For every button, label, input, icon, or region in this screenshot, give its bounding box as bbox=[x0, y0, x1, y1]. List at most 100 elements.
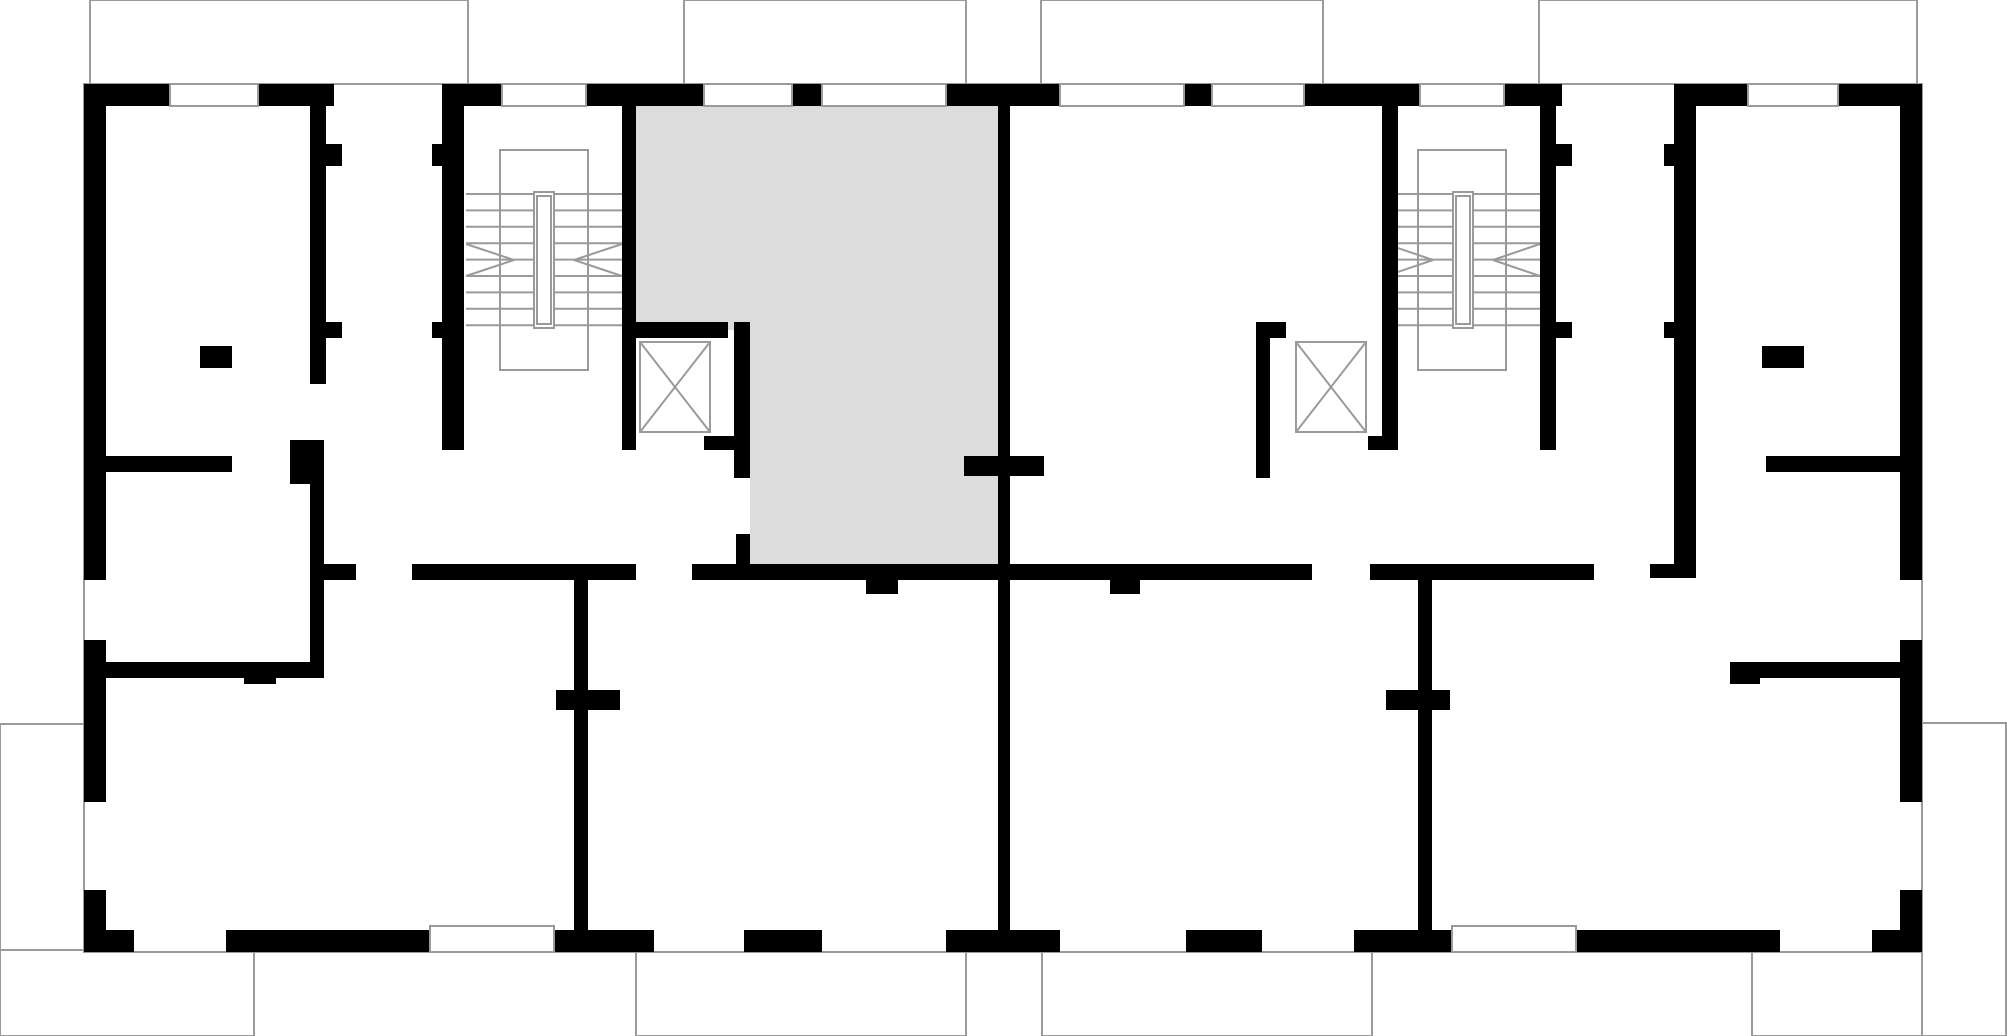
wall-segment bbox=[1766, 456, 1900, 472]
stair-arrow bbox=[1492, 259, 1541, 277]
stair-arrow bbox=[573, 259, 623, 277]
wall-segment bbox=[1004, 930, 1060, 952]
wall-segment bbox=[310, 144, 342, 166]
stair-arrow bbox=[465, 243, 515, 261]
wall-segment bbox=[1762, 346, 1804, 368]
wall-segment bbox=[556, 690, 620, 710]
wall-segment bbox=[1556, 322, 1572, 338]
shaded-zone bbox=[636, 106, 998, 564]
wall-segment bbox=[310, 84, 326, 384]
wall-segment bbox=[84, 670, 106, 802]
window bbox=[429, 925, 555, 953]
wall-segment bbox=[1872, 930, 1922, 952]
wall-segment bbox=[1304, 84, 1420, 106]
wall-segment bbox=[554, 930, 654, 952]
wall-segment bbox=[1900, 670, 1922, 802]
wall-segment bbox=[244, 662, 276, 684]
wall-segment bbox=[1650, 564, 1696, 578]
walls bbox=[84, 84, 1922, 952]
wall-segment bbox=[200, 346, 232, 368]
wall-segment bbox=[964, 456, 1044, 476]
wall-segment bbox=[432, 322, 452, 338]
window bbox=[1059, 83, 1185, 107]
wall-segment bbox=[998, 84, 1010, 952]
stair-arrow bbox=[465, 259, 515, 277]
wall-segment bbox=[622, 84, 636, 450]
wall-segment bbox=[866, 564, 898, 594]
wall-segment bbox=[442, 84, 464, 450]
wall-segment bbox=[1900, 84, 1922, 580]
wall-segment bbox=[84, 640, 106, 670]
wall-segment bbox=[1664, 144, 1676, 166]
wall-segment bbox=[1186, 930, 1262, 952]
wall-segment bbox=[84, 930, 134, 952]
wall-segment bbox=[734, 322, 750, 478]
staircase-right-icon bbox=[1385, 149, 1541, 371]
elevator-left-icon bbox=[639, 341, 711, 433]
wall-segment bbox=[1664, 322, 1676, 338]
wall-segment bbox=[226, 930, 430, 952]
window bbox=[1211, 83, 1305, 107]
balcony-bottom-2 bbox=[635, 949, 967, 1036]
wall-segment bbox=[1010, 564, 1312, 580]
wall-segment bbox=[1004, 84, 1060, 106]
wall-segment bbox=[1556, 144, 1572, 166]
staircase-left-icon bbox=[465, 149, 623, 371]
window bbox=[1419, 83, 1505, 107]
balcony-top-1 bbox=[89, 0, 469, 87]
wall-segment bbox=[310, 564, 356, 580]
wall-segment bbox=[946, 84, 1004, 106]
wall-segment bbox=[1674, 84, 1696, 578]
wall-segment bbox=[1256, 322, 1270, 478]
wall-segment bbox=[1576, 930, 1780, 952]
balcony-right bbox=[1921, 722, 2007, 1036]
wall-segment bbox=[1540, 84, 1556, 450]
wall-segment bbox=[1900, 890, 1922, 930]
wall-segment bbox=[1368, 436, 1388, 450]
wall-segment bbox=[736, 534, 750, 564]
wall-segment bbox=[432, 144, 452, 166]
window bbox=[1451, 925, 1577, 953]
stair-arrow bbox=[1492, 243, 1541, 261]
window bbox=[1747, 83, 1839, 107]
wall-segment bbox=[84, 84, 106, 580]
window bbox=[501, 83, 587, 107]
wall-segment bbox=[1354, 930, 1452, 952]
wall-segment bbox=[1370, 564, 1594, 580]
wall-segment bbox=[622, 322, 728, 338]
wall-segment bbox=[106, 662, 324, 678]
balcony-bottom-left bbox=[0, 949, 255, 1036]
wall-segment bbox=[310, 442, 324, 678]
wall-segment bbox=[744, 930, 822, 952]
wall-segment bbox=[1110, 580, 1140, 594]
wall-segment bbox=[412, 564, 636, 580]
wall-segment bbox=[84, 890, 106, 930]
stair-arrow bbox=[573, 243, 623, 261]
wall-segment bbox=[310, 322, 342, 338]
wall-segment bbox=[946, 930, 1004, 952]
wall-segment bbox=[1900, 640, 1922, 670]
wall-segment bbox=[586, 84, 704, 106]
windows bbox=[169, 83, 1839, 953]
wall-segment bbox=[1730, 662, 1900, 678]
elevator-right-icon bbox=[1295, 341, 1367, 433]
wall-segment bbox=[792, 84, 822, 106]
wall-segment bbox=[704, 436, 734, 450]
wall-segment bbox=[1386, 690, 1450, 710]
wall-segment bbox=[1382, 84, 1398, 450]
balcony-top-4 bbox=[1538, 0, 1918, 87]
wall-segment bbox=[106, 456, 232, 472]
window bbox=[821, 83, 947, 107]
wall-segment bbox=[574, 580, 588, 930]
balcony-top-2 bbox=[683, 0, 967, 87]
wall-segment bbox=[1418, 580, 1432, 930]
balcony-top-3 bbox=[1040, 0, 1324, 87]
wall-segment bbox=[1730, 662, 1760, 684]
window bbox=[703, 83, 793, 107]
wall-segment bbox=[1184, 84, 1212, 106]
wall-segment bbox=[692, 564, 998, 580]
window bbox=[169, 83, 259, 107]
